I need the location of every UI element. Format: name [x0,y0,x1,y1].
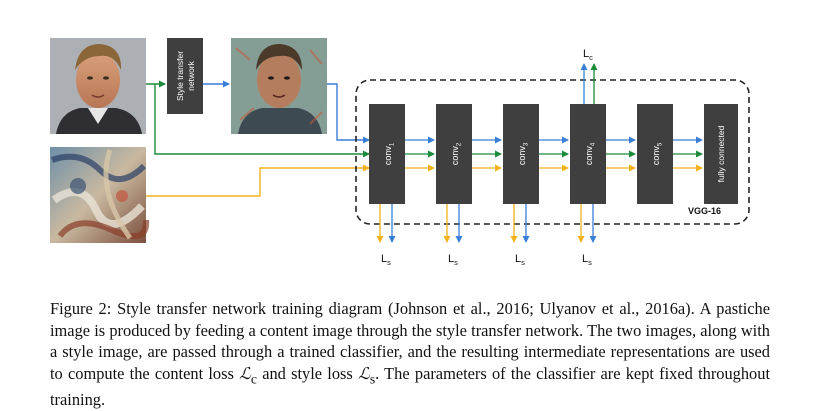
conv3-sub: 3 [524,142,530,146]
arrow-pastiche-to-vgg [327,83,370,144]
svg-text:conv5: conv5 [651,142,664,165]
style-loss-label-2: Ls [448,253,458,267]
content-loss-arrows [580,63,598,104]
svg-text:conv4: conv4 [584,142,597,165]
arrow-style-to-vgg [146,164,370,197]
training-diagram: Style transfer network VGG-16 [50,38,750,267]
style-loss-subscript: s [369,370,376,386]
svg-text:conv1: conv1 [383,142,396,165]
conv4-sub: 4 [591,142,597,146]
arrow-content-to-vgg [154,84,370,158]
fc-label: fully connected [716,125,726,182]
content-loss-subscript: c [250,370,257,386]
conv5-block: conv5 [637,104,673,204]
conv3-label: conv [517,146,527,166]
conv1-sub: 1 [390,142,396,146]
style-loss-label-4: Ls [582,253,592,267]
svg-text:conv2: conv2 [450,142,463,165]
conv5-sub: 5 [658,142,664,146]
style-loss-label-1: Ls [381,253,391,267]
content-loss-symbol: ℒ [239,363,251,383]
vgg16-label: VGG-16 [688,206,721,216]
style-painting [50,147,150,243]
vgg16-container [355,79,750,225]
conv2-sub: 2 [457,142,463,146]
conv3-block: conv3 [503,104,539,204]
style-net-label-line1: Style transfer [175,51,185,101]
content-loss-label: Lc [583,48,593,62]
conv2-label: conv [450,146,460,166]
content-photo [50,38,146,134]
style-loss-arrows [376,204,597,243]
style-transfer-network-block [167,38,203,114]
style-loss-symbol: ℒ [358,363,370,383]
conv2-block: conv2 [436,104,472,204]
svg-text:conv3: conv3 [517,142,530,165]
conv4-label: conv [584,146,594,166]
inter-block-arrows [405,136,703,172]
fully-connected-block: fully connected [704,104,738,204]
caption-prefix: Figure 2: Style transfer network trainin… [50,299,770,383]
style-net-label-line2: network [186,60,196,91]
diagram-svg: Style transfer network VGG-16 [50,38,750,267]
conv4-block: conv4 [570,104,606,204]
conv1-label: conv [383,146,393,166]
pastiche-photo [231,38,327,134]
conv5-label: conv [651,146,661,166]
caption-middle: and style loss [256,363,358,383]
style-loss-label-3: Ls [515,253,525,267]
conv1-block: conv1 [369,104,405,204]
caption-suffix: . The parameters of the classifier are k… [50,363,771,410]
figure-caption: Figure 2: Style transfer network trainin… [50,298,770,411]
